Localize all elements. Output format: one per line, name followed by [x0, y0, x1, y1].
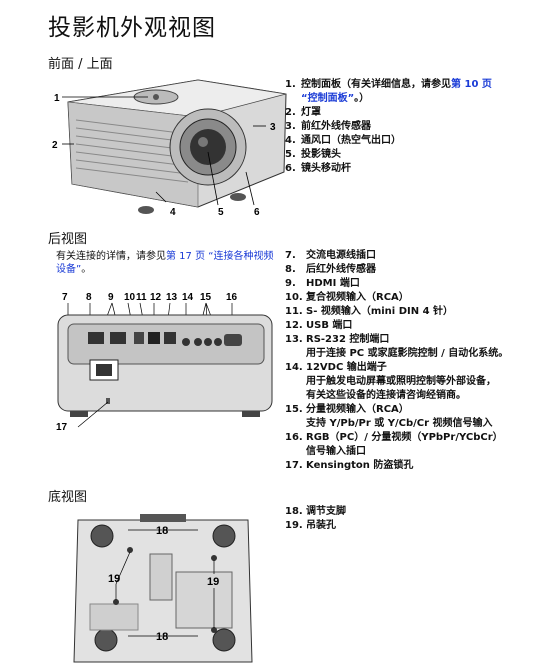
list-item-detail: 用于触发电动屏幕或照明控制等外部设备，: [306, 376, 496, 387]
callout-13: 13: [166, 292, 178, 303]
list-item: 1. 控制面板（有关详细信息，请参见第 10 页: [285, 79, 492, 90]
connection-link[interactable]: 第 17 页 “连接各种视频设备”: [56, 251, 274, 275]
callout-19-right: 19: [207, 576, 219, 588]
list-item: 15.分量视频输入（RCA）: [285, 404, 409, 415]
list-item: 18.调节支脚: [285, 506, 346, 517]
list-item-detail: 信号输入插口: [306, 446, 366, 457]
callout-6: 6: [254, 207, 260, 218]
callout-1: 1: [54, 93, 60, 104]
list-item: 5.投影镜头: [285, 149, 341, 160]
page-link[interactable]: 第 10 页: [451, 79, 492, 90]
page-title: 投影机外观视图: [48, 15, 216, 41]
list-item: 10.复合视频输入（RCA）: [285, 292, 409, 303]
list-item: 9.HDMI 端口: [285, 278, 360, 289]
rear-parts-list: 7.交流电源线插口 8.后红外线传感器 9.HDMI 端口 10.复合视频输入（…: [285, 249, 530, 473]
rear-heading: 后视图: [48, 232, 88, 247]
callout-10: 10: [124, 292, 136, 303]
callout-19-left: 19: [108, 573, 120, 585]
callout-18-top: 18: [156, 525, 168, 537]
bottom-projector-illustration: 18 18 19 19: [73, 514, 253, 663]
list-item-detail: 支持 Y/Pb/Pr 或 Y/Cb/Cr 视频信号输入: [306, 418, 493, 429]
list-item: 13.RS-232 控制端口: [285, 334, 390, 345]
list-item: 3.前红外线传感器: [285, 121, 371, 132]
callout-16: 16: [226, 292, 238, 303]
front-heading: 前面 / 上面: [48, 57, 113, 72]
callout-5: 5: [218, 207, 224, 218]
callout-7: 7: [62, 292, 68, 303]
callout-12: 12: [150, 292, 162, 303]
list-item: 12.USB 端口: [285, 320, 353, 331]
bottom-parts-list: 18.调节支脚 19.吊装孔: [285, 505, 485, 533]
front-projector-illustration: 1 2 3 4 5 6: [52, 79, 287, 218]
list-item: 16.RGB（PC）/ 分量视频（YPbPr/YCbCr）: [285, 432, 503, 443]
list-item: 17.Kensington 防盗锁孔: [285, 460, 414, 471]
callout-4: 4: [170, 207, 176, 218]
list-item-detail: 用于连接 PC 或家庭影院控制 / 自动化系统。: [306, 348, 509, 359]
callout-2: 2: [52, 140, 58, 151]
callout-9: 9: [108, 292, 114, 303]
callout-11: 11: [136, 292, 147, 303]
list-item: 6.镜头移动杆: [285, 163, 351, 174]
bottom-heading: 底视图: [48, 490, 88, 505]
list-item: 2.灯罩: [285, 107, 321, 118]
list-item: 11.S- 视频输入（mini DIN 4 针）: [285, 306, 454, 317]
front-parts-list: 1. 控制面板（有关详细信息，请参见第 10 页 “控制面板”。） 2.灯罩 3…: [285, 78, 525, 176]
list-item: 8.后红外线传感器: [285, 264, 376, 275]
list-item: 19.吊装孔: [285, 520, 336, 531]
callout-17: 17: [56, 422, 68, 433]
section-link[interactable]: “控制面板”: [301, 93, 355, 104]
list-item-detail: 有关这些设备的连接请咨询经销商。: [306, 390, 466, 401]
list-item: 14.12VDC 输出端子: [285, 362, 387, 373]
list-item: 7.交流电源线插口: [285, 250, 376, 261]
rear-note: 有关连接的详情，请参见第 17 页 “连接各种视频设备”。: [56, 251, 274, 275]
callout-3: 3: [270, 122, 276, 133]
callout-15: 15: [200, 292, 212, 303]
rear-projector-illustration: 7 8 9 10 11 12 13 14 15 16 17: [56, 292, 273, 433]
callout-14: 14: [182, 292, 194, 303]
list-item: “控制面板”。）: [301, 93, 370, 104]
callout-8: 8: [86, 292, 92, 303]
callout-18-bottom: 18: [156, 631, 168, 643]
list-item: 4.通风口（热空气出口）: [285, 135, 401, 146]
